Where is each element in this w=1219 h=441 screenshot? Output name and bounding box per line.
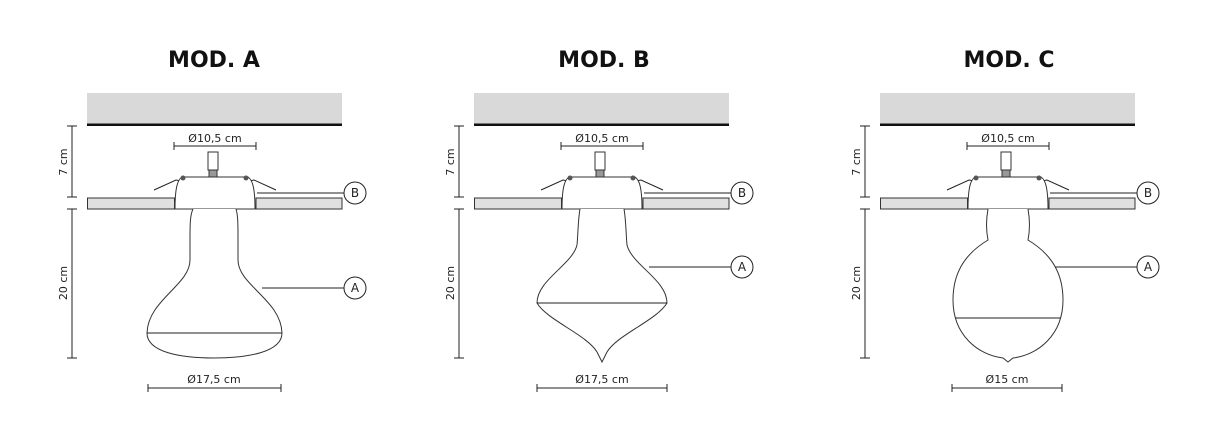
label-a: A bbox=[1144, 260, 1153, 274]
height-bottom: 20 cm bbox=[850, 266, 863, 300]
panel-mod-b: MOD. B B A Ø10,5 cm 7 cm 20 cm Ø17,5 cm bbox=[444, 48, 754, 392]
panel-mod-c: MOD. C B A Ø10,5 cm 7 cm 20 cm Ø15 cm bbox=[850, 48, 1160, 392]
top-diameter: Ø10,5 cm bbox=[575, 132, 628, 145]
bulb-b-shape bbox=[536, 208, 668, 364]
label-b: B bbox=[1144, 186, 1152, 200]
height-top: 7 cm bbox=[444, 148, 457, 175]
label-b: B bbox=[351, 186, 359, 200]
height-bottom: 20 cm bbox=[57, 266, 70, 300]
bulb-c-shape bbox=[952, 208, 1064, 363]
label-a: A bbox=[738, 260, 747, 274]
panel-mod-a: MOD. A B A Ø10,5 cm 7 cm 20 cm Ø17,5 cm bbox=[57, 48, 367, 392]
height-top: 7 cm bbox=[57, 148, 70, 175]
top-diameter: Ø10,5 cm bbox=[188, 132, 241, 145]
panel-title: MOD. A bbox=[168, 48, 260, 73]
panel-title: MOD. C bbox=[963, 48, 1054, 73]
label-b: B bbox=[738, 186, 746, 200]
bottom-diameter: Ø17,5 cm bbox=[575, 373, 628, 386]
height-top: 7 cm bbox=[850, 148, 863, 175]
bulb-a-shape bbox=[146, 208, 283, 359]
bottom-diameter: Ø15 cm bbox=[986, 373, 1029, 386]
height-bottom: 20 cm bbox=[444, 266, 457, 300]
top-diameter: Ø10,5 cm bbox=[981, 132, 1034, 145]
label-a: A bbox=[351, 281, 360, 295]
bottom-diameter: Ø17,5 cm bbox=[187, 373, 240, 386]
panel-title: MOD. B bbox=[558, 48, 650, 73]
